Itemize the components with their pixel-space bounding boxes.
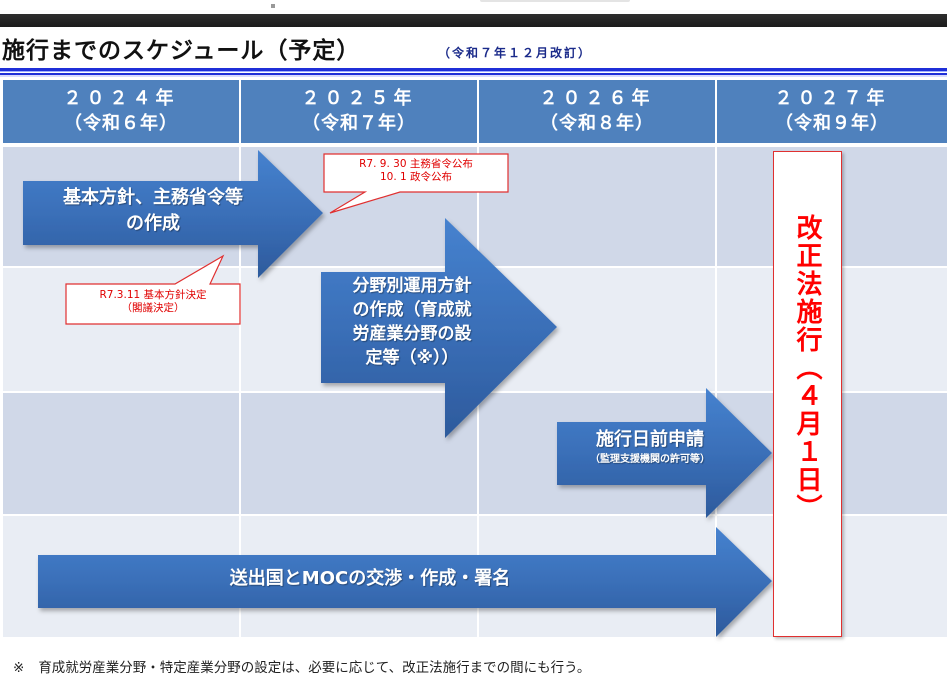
year-header-2027: ２０２７年 （令和９年）	[717, 80, 947, 143]
grid-cell	[479, 147, 715, 266]
era-label: （令和６年）	[64, 113, 178, 134]
era-label: （令和９年）	[775, 113, 889, 134]
callout-line: 10. 1 政令公布	[379, 171, 453, 183]
title-rule-shadow	[0, 75, 947, 77]
task-text-line: 施行日前申請	[596, 429, 704, 450]
callout-cabinet-decision: R7.3.11 基本方針決定 （閣議決定）	[66, 289, 240, 315]
footnote: ※ 育成就労産業分野・特定産業分野の設定は、必要に応じて、改正法施行までの間にも行…	[13, 656, 590, 676]
task-text-line: の作成（育成就	[352, 300, 472, 320]
callout-bubble-promulgation	[323, 153, 509, 214]
title-rule	[0, 68, 947, 71]
task-text-line: の作成	[126, 213, 180, 234]
title-rule-highlight	[0, 71, 947, 72]
enforcement-box: 改正法施行（４月１日）	[773, 151, 842, 637]
title-rule-lower	[0, 73, 947, 75]
top-bar	[0, 14, 947, 27]
task-text-line: 送出国とMOCの交渉・作成・署名	[229, 568, 511, 589]
task-text-line: 労産業分野の設	[352, 324, 472, 344]
task-arrow-basic-policy	[23, 150, 323, 278]
page-title: 施行までのスケジュール（予定）	[2, 38, 361, 64]
footnote-mark: ※	[13, 660, 25, 676]
callout-promulgation: R7. 9. 30 主務省令公布 10. 1 政令公布	[324, 158, 508, 184]
grid-cell	[3, 393, 239, 514]
window-shadow	[480, 0, 630, 2]
footnote-text: 育成就労産業分野・特定産業分野の設定は、必要に応じて、改正法施行までの間にも行う…	[38, 660, 591, 676]
era-label: （令和８年）	[540, 113, 654, 134]
callout-line: R7.3.11 基本方針決定	[99, 289, 207, 301]
task-text-note: （監理支援機関の許可等）	[590, 454, 710, 465]
year-header-2025: ２０２５年 （令和７年）	[241, 80, 477, 143]
task-text-line: 定等（※））	[365, 348, 459, 368]
year-label: ２０２５年	[301, 88, 417, 109]
era-label: （令和７年）	[302, 113, 416, 134]
task-label-moc: 送出国とMOCの交渉・作成・署名	[120, 566, 620, 592]
task-label-field-policy: 分野別運用方針 の作成（育成就 労産業分野の設 定等（※））	[322, 274, 502, 370]
year-header-2026: ２０２６年 （令和８年）	[479, 80, 715, 143]
task-arrow-field-policy	[321, 218, 557, 438]
year-label: ２０２４年	[63, 88, 179, 109]
task-label-basic-policy: 基本方針、主務省令等 の作成	[28, 185, 278, 237]
task-arrow-moc	[38, 527, 772, 637]
callout-line: R7. 9. 30 主務省令公布	[359, 158, 473, 170]
task-arrow-pre-application	[557, 388, 772, 518]
callout-bubble-cabinet-decision	[65, 254, 241, 325]
year-label: ２０２７年	[774, 88, 890, 109]
task-label-pre-application: 施行日前申請 （監理支援機関の許可等）	[560, 427, 740, 467]
callout-line: （閣議決定）	[121, 302, 185, 314]
page-subtitle: （令和７年１２月改訂）	[438, 46, 593, 60]
window-dot	[271, 4, 275, 8]
year-header-2024: ２０２４年 （令和６年）	[3, 80, 239, 143]
task-text-line: 分野別運用方針	[352, 276, 472, 296]
enforcement-label: 改正法施行（４月１日）	[792, 214, 822, 522]
year-label: ２０２６年	[539, 88, 655, 109]
grid-cell	[241, 393, 477, 514]
task-text-line: 基本方針、主務省令等	[63, 187, 243, 208]
